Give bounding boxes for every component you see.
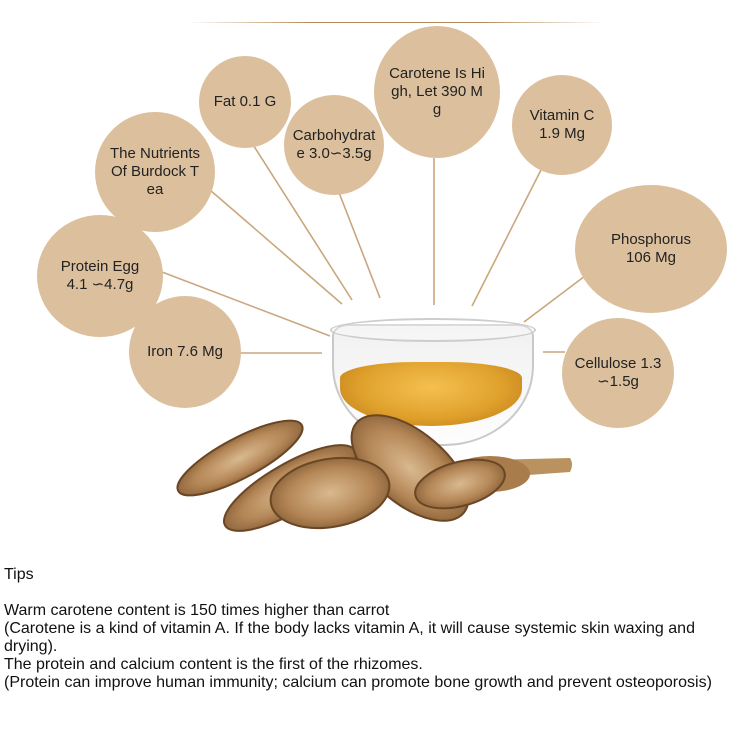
top-divider-line: [186, 22, 606, 23]
bubble-carbohydrate: Carbohydrate 3.0∽3.5g: [284, 95, 384, 195]
bubble-phosphorus-text: Phosphorus 106 Mg: [610, 231, 692, 266]
bubble-title: The Nutrients Of Burdock Tea: [95, 112, 215, 232]
bubble-carbohydrate-text: Carbohydrate 3.0∽3.5g: [292, 127, 376, 162]
bubble-iron-text: Iron 7.6 Mg: [147, 343, 223, 360]
bubble-fat: Fat 0.1 G: [199, 56, 291, 148]
glass-rim: [330, 318, 536, 342]
tips-line-4: (Protein can improve human immunity; cal…: [4, 674, 712, 691]
tips-section: Tips Warm carotene content is 150 times …: [4, 566, 748, 692]
tips-line-3: The protein and calcium content is the f…: [4, 656, 423, 673]
bubble-vitamin-c: Vitamin C 1.9 Mg: [512, 75, 612, 175]
bubble-cellulose-text: Cellulose 1.3∽1.5g: [574, 355, 662, 390]
bubble-fat-text: Fat 0.1 G: [213, 93, 277, 110]
bubble-vitamin-c-text: Vitamin C 1.9 Mg: [529, 107, 595, 142]
connector-lines: [161, 139, 586, 354]
bubble-carotene: Carotene Is High, Let 390 Mg: [374, 26, 500, 158]
bubble-iron: Iron 7.6 Mg: [129, 296, 241, 408]
tips-line-1: Warm carotene content is 150 times highe…: [4, 602, 390, 619]
bubble-title-text: The Nutrients Of Burdock Tea: [109, 145, 201, 198]
tips-line-2: (Carotene is a kind of vitamin A. If the…: [4, 620, 695, 655]
bubble-cellulose: Cellulose 1.3∽1.5g: [562, 318, 674, 428]
burdock-slices-image: [176, 414, 572, 532]
tips-title: Tips: [4, 566, 34, 583]
bubble-phosphorus: Phosphorus 106 Mg: [575, 185, 727, 313]
bubble-carotene-text: Carotene Is High, Let 390 Mg: [389, 65, 485, 118]
bubble-protein-text: Protein Egg 4.1 ∽4.7g: [60, 258, 140, 293]
